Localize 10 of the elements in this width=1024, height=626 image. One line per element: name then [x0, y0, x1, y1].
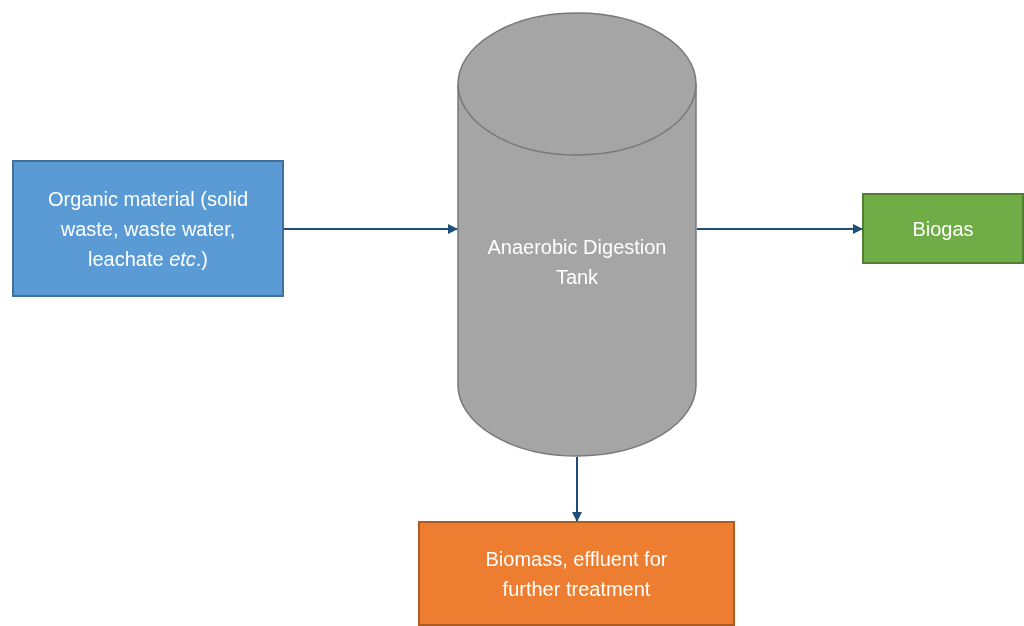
process-box — [862, 193, 1024, 264]
arrow — [572, 456, 582, 522]
box-label: Biomass, effluent for further treatment — [484, 546, 669, 602]
box-label: Biogas — [912, 216, 974, 242]
tank-label: Anaerobic Digestion Tank — [486, 235, 668, 290]
arrow — [283, 224, 458, 234]
process-box — [12, 160, 284, 297]
arrow — [696, 224, 863, 234]
box-label: Organic material (solid waste, waste water, leachate etc.) — [46, 186, 250, 272]
process-box — [418, 521, 735, 626]
